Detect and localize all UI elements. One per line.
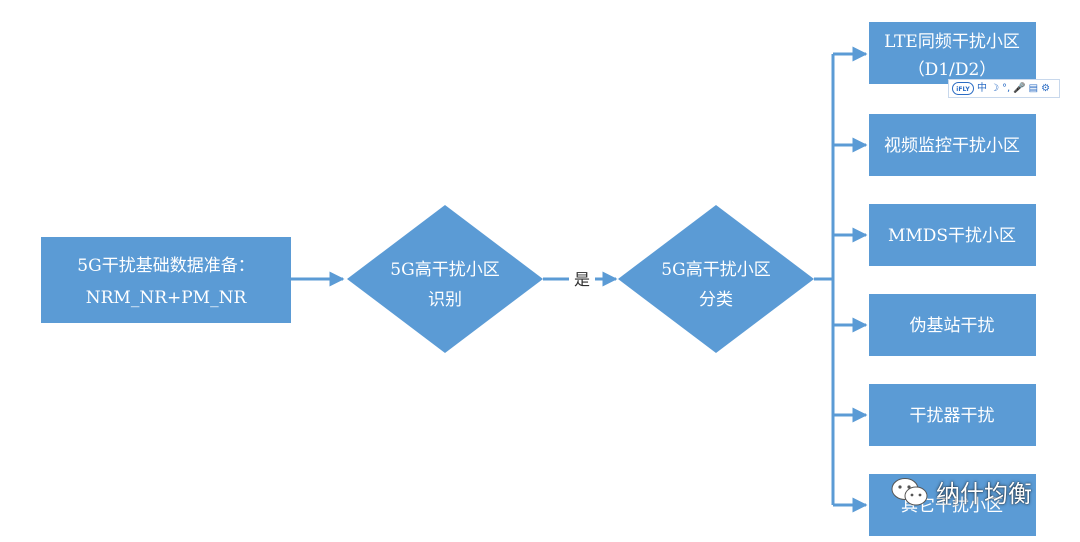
node-category-lte-line1: LTE同频干扰小区 [884, 32, 1020, 52]
node-classify-high-interference: 5G高干扰小区 分类 [618, 205, 814, 353]
edge-yes-label: 是 [574, 270, 590, 289]
node-category-lte: LTE同频干扰小区 （D1/D2） [869, 22, 1036, 84]
node-category-mmds: MMDS干扰小区 [869, 204, 1036, 266]
node-identify-line2: 识别 [428, 290, 462, 310]
node-category-jammer-label: 干扰器干扰 [910, 406, 995, 426]
node-classify-line1: 5G高干扰小区 [661, 260, 770, 280]
node-data-preparation-line2: NRM_NR+PM_NR [86, 288, 248, 308]
settings-gear-icon[interactable]: ⚙ [1041, 82, 1051, 94]
microphone-icon[interactable]: 🎤 [1013, 82, 1026, 94]
node-category-video-label: 视频监控干扰小区 [884, 136, 1020, 156]
watermark-text: 纳什均衡 [936, 480, 1032, 508]
punctuation-icon[interactable]: °, [1001, 82, 1011, 94]
node-identify-high-interference: 5G高干扰小区 识别 [347, 205, 543, 353]
node-classify-line2: 分类 [699, 290, 733, 310]
node-category-video: 视频监控干扰小区 [869, 114, 1036, 176]
node-category-mmds-label: MMDS干扰小区 [888, 226, 1016, 246]
node-data-preparation-line1: 5G干扰基础数据准备： [77, 256, 254, 276]
node-category-fake-bs: 伪基站干扰 [869, 294, 1036, 356]
node-category-jammer: 干扰器干扰 [869, 384, 1036, 446]
node-category-other-label: 其它干扰小区 [901, 496, 1003, 516]
node-category-lte-line2: （D1/D2） [908, 60, 997, 80]
node-data-preparation: 5G干扰基础数据准备： NRM_NR+PM_NR [41, 237, 291, 323]
node-category-fake-bs-label: 伪基站干扰 [910, 316, 995, 336]
chinese-mode-icon[interactable]: 中 [977, 82, 987, 94]
ifly-logo-icon[interactable]: iFLY [952, 82, 974, 95]
watermark: 纳什均衡 [890, 474, 1032, 509]
wechat-icon [891, 477, 928, 505]
node-identify-line1: 5G高干扰小区 [390, 260, 499, 280]
moon-icon[interactable]: ☽ [990, 82, 999, 94]
keyboard-icon[interactable]: ▤ [1028, 82, 1039, 94]
ime-toolbar[interactable]: iFLY 中 ☽ °, 🎤 ▤ ⚙ [948, 79, 1060, 98]
